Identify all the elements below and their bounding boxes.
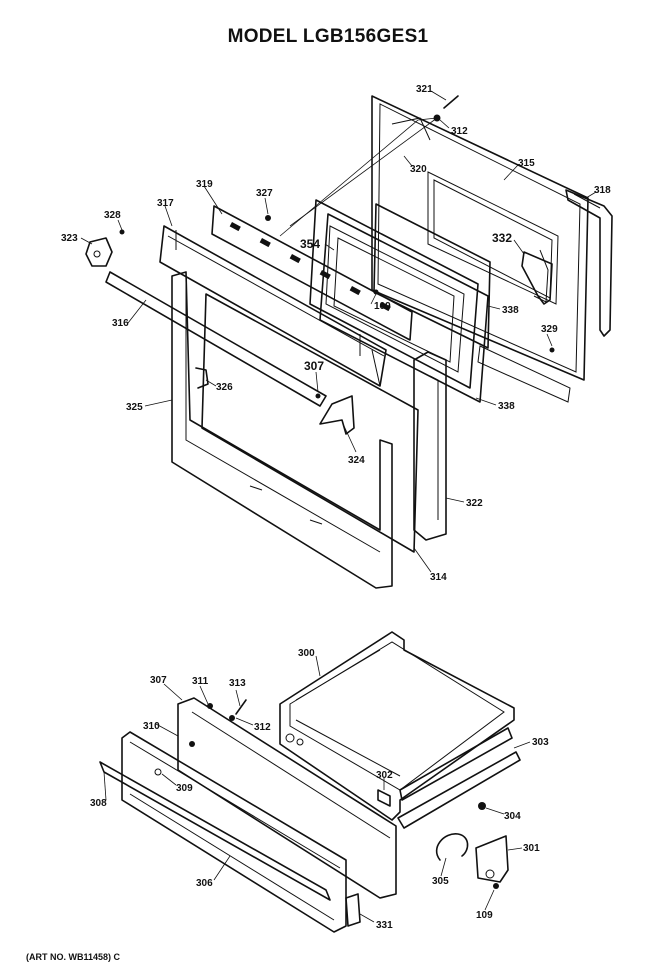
callout-312: 312 — [254, 722, 271, 733]
art-number: (ART NO. WB11458) C — [26, 952, 121, 962]
side-channel-322 — [413, 351, 447, 541]
callout-305: 305 — [432, 876, 449, 887]
callout-309: 309 — [176, 783, 193, 794]
alignment-lines-top — [279, 117, 438, 237]
callout-338: 338 — [502, 305, 519, 316]
callout-338: 338 — [498, 401, 515, 412]
callout-310: 310 — [143, 721, 160, 732]
clip-326 — [195, 367, 209, 389]
callout-323: 323 — [61, 233, 78, 244]
callout-311: 311 — [192, 676, 209, 687]
glass-panel-338 — [319, 203, 491, 403]
callout-321: 321 — [416, 84, 433, 95]
diagram-title: MODEL LGB156GES1 — [227, 26, 429, 47]
callout-304: 304 — [504, 811, 521, 822]
callout-307: 307 — [150, 675, 167, 686]
callout-302: 302 — [376, 770, 393, 781]
callout-328: 328 — [104, 210, 121, 221]
callout-109: 109 — [374, 301, 391, 312]
callout-324: 324 — [348, 455, 365, 466]
clip-302 — [377, 789, 391, 807]
callout-319: 319 — [196, 179, 213, 190]
vent-strip-319 — [211, 205, 413, 341]
fasteners-bottom — [154, 699, 247, 776]
callout-331: 331 — [376, 920, 393, 931]
handle-strip-308 — [99, 761, 331, 901]
bracket-332 — [521, 251, 553, 305]
bracket-301 — [475, 835, 509, 889]
door-liner-314 — [201, 293, 419, 553]
callout-labels: 321 312 320 315 318 319 327 317 328 323 … — [61, 84, 611, 931]
callout-320: 320 — [410, 164, 427, 175]
hinge-block-323 — [85, 237, 113, 267]
callout-300: 300 — [298, 648, 315, 659]
callout-314: 314 — [430, 572, 447, 583]
drawer-rail-303 — [397, 727, 521, 829]
callout-315: 315 — [518, 158, 535, 169]
callout-316: 316 — [112, 318, 129, 329]
callout-322: 322 — [466, 498, 483, 509]
callout-301: 301 — [523, 843, 540, 854]
spring-clip-305 — [435, 833, 469, 861]
drawer-front-306 — [121, 731, 347, 933]
callout-327: 327 — [256, 188, 273, 199]
trim-strip-318 — [565, 189, 613, 337]
door-rod-316 — [105, 271, 327, 407]
callout-109: 109 — [476, 910, 493, 921]
door-frame-325 — [171, 271, 393, 589]
bracket-324 — [319, 395, 355, 435]
washer-304 — [478, 802, 486, 810]
leader-lines — [80, 90, 597, 923]
clip-331 — [345, 893, 361, 927]
callout-325: 325 — [126, 402, 143, 413]
callout-318: 318 — [594, 185, 611, 196]
callout-306: 306 — [196, 878, 213, 889]
callout-307: 307 — [304, 359, 324, 373]
callout-354: 354 — [300, 237, 320, 251]
callout-303: 303 — [532, 737, 549, 748]
callout-329: 329 — [541, 324, 558, 335]
callout-308: 308 — [90, 798, 107, 809]
callout-317: 317 — [157, 198, 174, 209]
callout-313: 313 — [229, 678, 246, 689]
callout-332: 332 — [492, 231, 512, 245]
drawer-panel-310 — [177, 697, 397, 899]
inner-frame-354 — [309, 199, 479, 389]
callout-312: 312 — [451, 126, 468, 137]
drawer-body-300 — [279, 631, 515, 821]
top-channel-317 — [159, 225, 387, 387]
callout-326: 326 — [216, 382, 233, 393]
